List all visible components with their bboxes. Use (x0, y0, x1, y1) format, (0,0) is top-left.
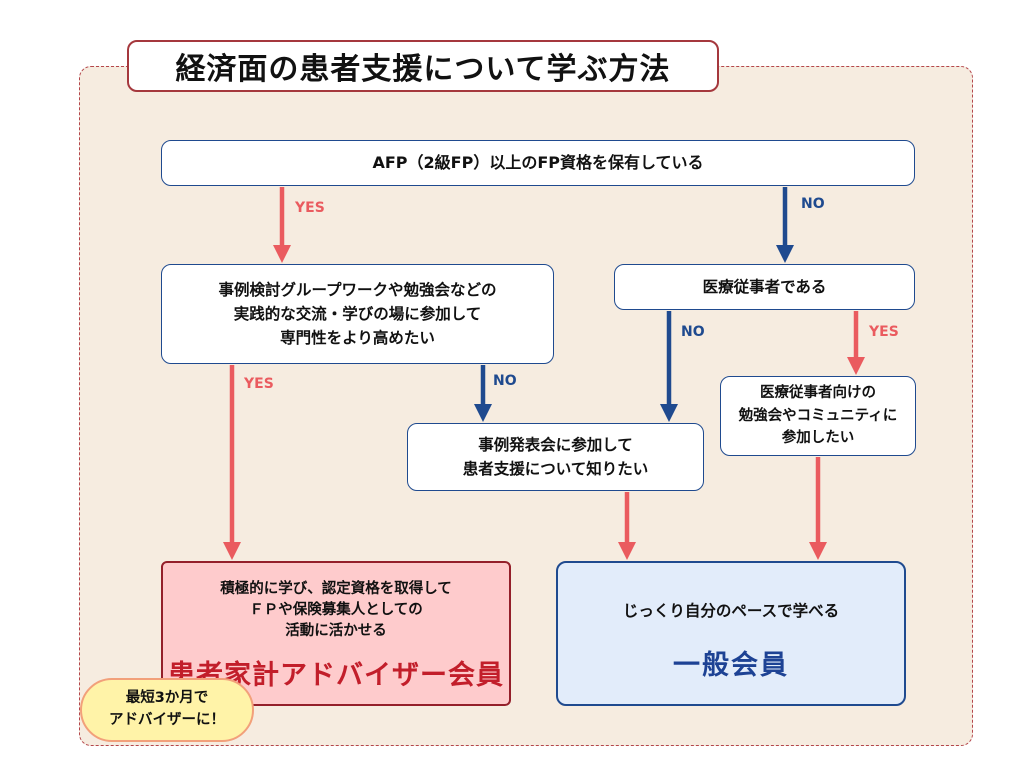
shortest-time-badge: 最短3か月で アドバイザーに！ (80, 678, 254, 742)
advisor-description: 積極的に学び、認定資格を取得して ＦＰや保険募集人としての 活動に活かせる (220, 581, 452, 640)
label-root-no: NO (801, 196, 825, 212)
page-title: 経済面の患者支援について学ぶ方法 (127, 40, 719, 92)
outcome-general-member: じっくり自分のペースで学べる 一般会員 (556, 561, 906, 706)
node-medical-community-question: 医療従事者向けの 勉強会やコミュニティに 参加したい (720, 376, 916, 456)
general-member-title: 一般会員 (673, 650, 789, 682)
general-description: じっくり自分のペースで学べる (622, 602, 840, 620)
label-medical-yes: YES (869, 324, 899, 340)
node-afp-question: AFP（2級FP）以上のFP資格を保有している (161, 140, 915, 186)
node-case-presentation-question: 事例発表会に参加して 患者支援について知りたい (407, 423, 704, 491)
label-medical-no: NO (681, 324, 705, 340)
label-left-yes: YES (244, 376, 274, 392)
label-root-yes: YES (295, 200, 325, 216)
label-left-no: NO (493, 373, 517, 389)
node-medical-worker-question: 医療従事者である (614, 264, 915, 310)
node-practical-learning-question: 事例検討グループワークや勉強会などの 実践的な交流・学びの場に参加して 専門性を… (161, 264, 554, 364)
